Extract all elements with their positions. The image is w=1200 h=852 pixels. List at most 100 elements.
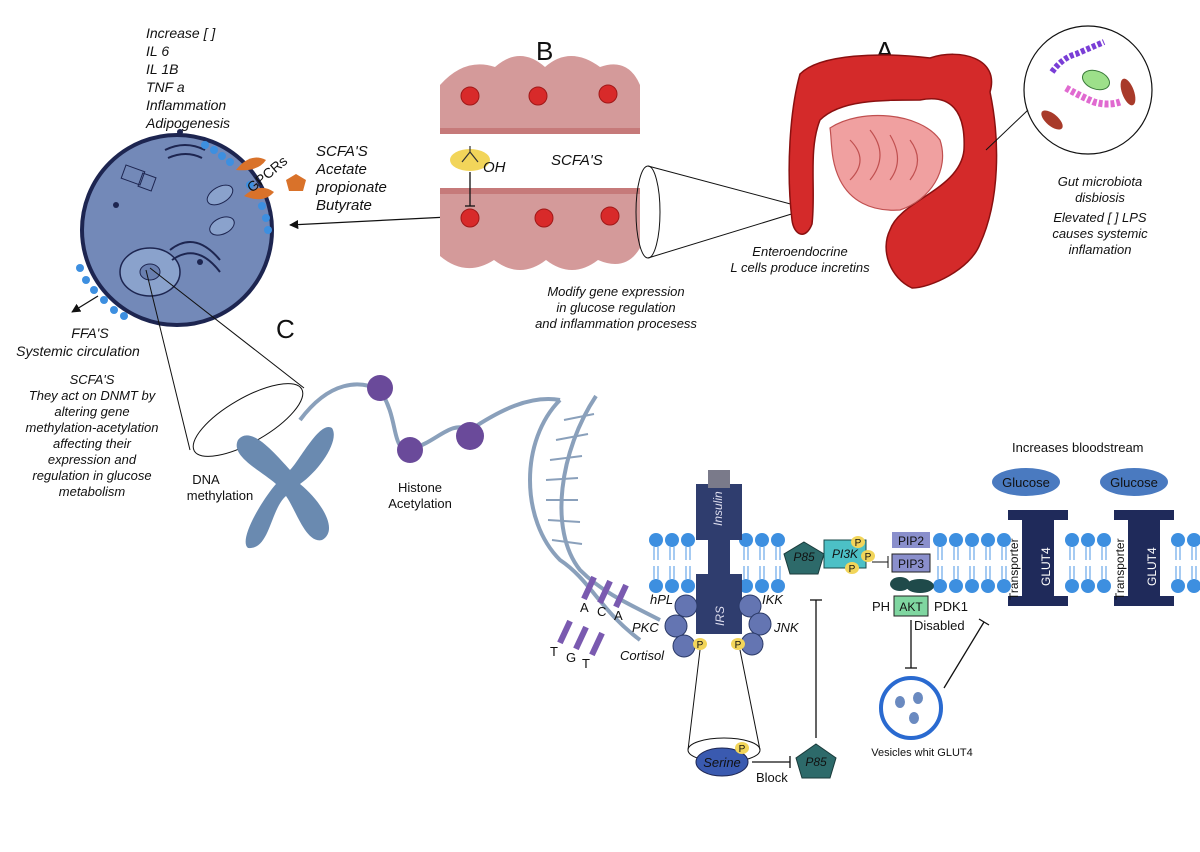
lipid-tail [685,566,691,579]
lipid-head [965,579,979,593]
glut4-label: GLUT4 [1039,547,1053,586]
scfa-list: SCFA'S Acetate propionate Butyrate [315,143,387,214]
lipid-head [1081,533,1095,547]
phospho-label: P [865,552,872,563]
epithelium-bottom [440,188,640,270]
base-letter: C [597,604,606,619]
lipid-tail [685,547,691,560]
gpcr-receptor [244,187,274,200]
plasma-membrane [649,533,1200,593]
microbiota-line: Elevated [ ] LPS [1053,210,1147,225]
histone-line: Acetylation [388,496,452,511]
enteroendocrine-line: L cells produce incretins [730,260,870,275]
base-pairs-bottom [557,619,605,657]
lipid-head [933,579,947,593]
akt-label: AKT [899,600,923,614]
lipid-tail [669,566,675,579]
transporter-label: Transporter [1007,538,1021,600]
lipid-head [739,579,753,593]
modify-gene-label: Modify gene expression in glucose regula… [535,284,697,331]
lipid-tail [969,547,975,560]
modify-line: Modify gene expression [547,284,684,299]
lipid-tail [653,566,659,579]
lipid-tail [937,547,943,560]
base-letter: T [550,644,558,659]
dna-methylation-line: methylation [187,488,253,503]
lipid-tail [1001,566,1007,579]
panel-label-b: B [536,36,553,66]
histone-line: Histone [398,480,442,495]
lipid-head [1065,533,1079,547]
pip3 [891,553,931,573]
lipid-head [771,533,785,547]
zoom-cone-nucleus [145,267,305,451]
scfa-line: SCFA'S [316,143,368,160]
vesicles-label: Vesicles whit GLUT4 [871,747,972,759]
dnmt-line: They act on DNMT by [29,388,157,403]
modify-line: in glucose regulation [556,300,675,315]
large-intestine [788,53,998,289]
dnmt-line: metabolism [59,484,126,499]
dnmt-line: altering gene [54,404,129,419]
increases-bloodstream-label: Increases bloodstream [1012,440,1144,455]
akt [893,595,929,617]
lipid-tail [1191,547,1197,560]
effect-line: Increase [ ] [146,25,216,41]
zoom-cone-gut [647,165,799,259]
lipid-tail [1191,566,1197,579]
lipid-head [1187,579,1200,593]
gpcr-receptor [236,157,266,171]
lipid-head [965,533,979,547]
lipid-tail [1085,566,1091,579]
microbiota-line: disbiosis [1075,190,1125,205]
ph-label: PH [872,599,890,614]
microbiota-line: causes systemic [1052,226,1148,241]
effects-list: Increase [ ] IL 6 IL 1B TNF a Inflammati… [145,25,230,131]
glucose-molecule [992,468,1060,496]
histone [397,437,423,463]
lipid-head [681,533,695,547]
lipid-head [1171,579,1185,593]
p85-label: P85 [805,755,827,769]
lipid-head [649,533,663,547]
pip3-label: PIP3 [898,557,924,571]
microbiota-line: inflamation [1069,242,1132,257]
p85-subunit [783,541,825,575]
lipid-head [1171,533,1185,547]
ffa-arrow [71,295,99,313]
lipid-tail [775,566,781,579]
inhibitory-kinases-left [664,594,698,658]
p85-label: P85 [793,550,815,564]
lipid-tail [1085,547,1091,560]
base-letter: G [566,650,576,665]
mitochondrion [209,216,235,236]
ffa-line: FFA'S [71,325,109,341]
host-cell [76,129,306,327]
block-label: Block [756,770,788,785]
lipid-tail [743,547,749,560]
enteroendocrine-line: Enteroendocrine [752,244,847,259]
pip2 [892,532,930,548]
dnmt-line: affecting their [53,436,132,451]
zoom-cone-serine [687,649,761,751]
glucose-label: Glucose [1002,475,1050,490]
serine [695,747,749,777]
effect-line: Adipogenesis [145,115,230,131]
lipid-tail [759,547,765,560]
irs-label: IRS [713,606,727,626]
histone [367,375,393,401]
lipid-tail [1175,566,1181,579]
dnmt-line: methylation-acetylation [26,420,159,435]
lipid-head [949,533,963,547]
microbiota-label: Gut microbiota disbiosis Elevated [ ] LP… [1052,174,1148,257]
lipid-head [681,579,695,593]
epithelium-top [440,56,640,134]
base-pairs-top [581,575,629,609]
lipid-head [981,533,995,547]
scfa-lumen-label: SCFA'S [551,152,603,169]
phospho-label: P [855,538,862,549]
lipid-head [755,533,769,547]
lipid-tail [1069,547,1075,560]
phospho-label: P [849,564,856,575]
kinase-label: JNK [773,620,800,635]
